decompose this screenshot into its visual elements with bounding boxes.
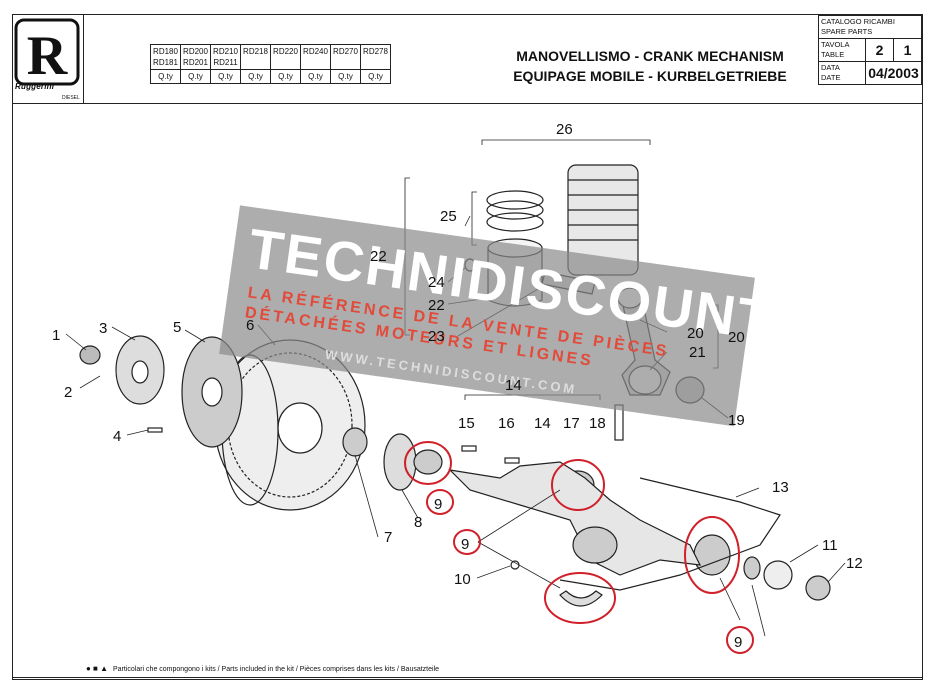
callout-4: 4 <box>113 428 121 445</box>
callout-1: 1 <box>52 327 60 344</box>
callout-23: 23 <box>428 328 445 345</box>
header-divider <box>12 103 923 104</box>
callout-20: 20 <box>687 325 704 342</box>
callout-13: 13 <box>772 479 789 496</box>
callout-9: 9 <box>734 634 742 651</box>
callout-24: 24 <box>428 274 445 291</box>
callout-17: 17 <box>563 415 580 432</box>
kit-legend: ● ■ ▲ Particolari che compongono i kits … <box>86 664 439 673</box>
callout-18: 18 <box>589 415 606 432</box>
callout-10: 10 <box>454 571 471 588</box>
catalog-date: 04/2003 <box>865 61 922 85</box>
title-line-1: MANOVELLISMO - CRANK MECHANISM <box>516 48 784 64</box>
model-cell: RD278 <box>360 44 391 70</box>
callout-26: 26 <box>556 121 573 138</box>
svg-text:R: R <box>27 25 68 87</box>
callout-9: 9 <box>461 536 469 553</box>
callout-9: 9 <box>434 496 442 513</box>
callout-5: 5 <box>173 319 181 336</box>
page-frame <box>12 14 923 680</box>
callout-14: 14 <box>505 377 522 394</box>
callout-25: 25 <box>440 208 457 225</box>
kit-symbols: ● ■ ▲ <box>86 664 109 673</box>
qty-cell: Q.ty <box>330 69 361 84</box>
title-line-2: EQUIPAGE MOBILE - KURBELGETRIEBE <box>513 68 787 84</box>
bottom-rule <box>12 677 923 678</box>
qty-cell: Q.ty <box>360 69 391 84</box>
callout-12: 12 <box>846 555 863 572</box>
callout-16: 16 <box>498 415 515 432</box>
qty-cell: Q.ty <box>180 69 211 84</box>
table-sub-number: 1 <box>892 38 923 62</box>
callout-14: 14 <box>534 415 551 432</box>
model-cell: RD270 <box>330 44 361 70</box>
highlight-circles <box>404 441 754 654</box>
callout-15: 15 <box>458 415 475 432</box>
callout-3: 3 <box>99 320 107 337</box>
callout-22: 22 <box>428 297 445 314</box>
page-title: MANOVELLISMO - CRANK MECHANISM EQUIPAGE … <box>470 46 830 86</box>
callout-2: 2 <box>64 384 72 401</box>
callout-6: 6 <box>246 317 254 334</box>
callout-20: 20 <box>728 329 745 346</box>
watermark: TECHNIDISCOUNT LA RÉFÉRENCE DE LA VENTE … <box>219 205 777 427</box>
brand-name: Ruggerini <box>15 82 55 91</box>
callout-21: 21 <box>689 344 706 361</box>
logo: R <box>12 14 84 103</box>
brand-sub: DIESEL <box>62 95 80 101</box>
callout-7: 7 <box>384 529 392 546</box>
callout-numbers: 1 2 3 4 5 6 7 8 9 9 9 10 11 12 13 14 14 … <box>52 121 863 651</box>
callout-11: 11 <box>822 537 838 554</box>
callout-8: 8 <box>414 514 422 531</box>
callout-19: 19 <box>728 412 745 429</box>
callout-22: 22 <box>370 248 387 265</box>
ruggerini-logo-mark: R <box>14 18 80 87</box>
kit-legend-text: Particolari che compongono i kits / Part… <box>112 666 440 673</box>
